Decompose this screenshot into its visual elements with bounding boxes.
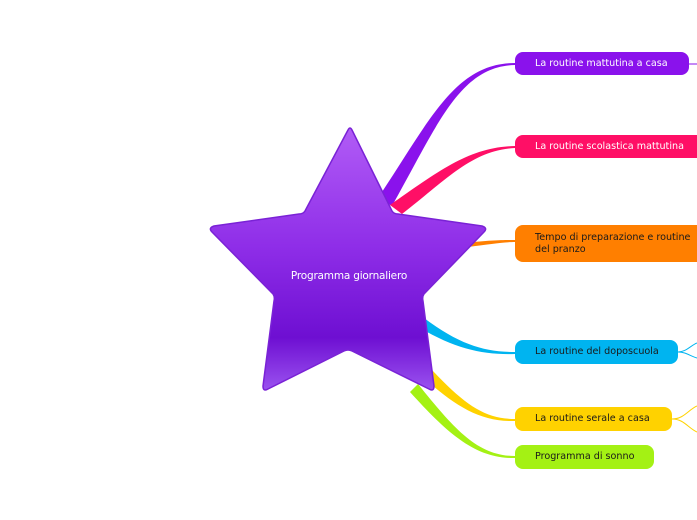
topic-label: Tempo di preparazione e routine del pran… xyxy=(535,231,691,255)
connector-routine-scolastica xyxy=(390,146,515,214)
topic-label: La routine serale a casa xyxy=(535,413,650,424)
subconnector-doposcuola xyxy=(677,342,697,359)
topic-doposcuola[interactable]: La routine del doposcuola xyxy=(515,340,678,364)
topic-programma-sonno[interactable]: Programma di sonno xyxy=(515,445,654,469)
topic-pranzo[interactable]: Tempo di preparazione e routine del pran… xyxy=(515,225,697,262)
topic-routine-mattutina[interactable]: La routine mattutina a casa xyxy=(515,52,689,75)
connector-routine-serale xyxy=(426,370,515,422)
connector-pranzo xyxy=(466,240,515,247)
topic-routine-scolastica[interactable]: La routine scolastica mattutina xyxy=(515,135,697,158)
topic-routine-serale[interactable]: La routine serale a casa xyxy=(515,407,672,431)
topic-label: Programma di sonno xyxy=(535,451,635,462)
center-star-shape xyxy=(209,127,487,391)
connector-routine-mattutina xyxy=(378,63,515,206)
subconnector-serale xyxy=(671,405,697,433)
connector-programma-sonno xyxy=(410,384,515,459)
center-topic-label[interactable]: Programma giornaliero xyxy=(290,270,408,282)
topic-label: La routine del doposcuola xyxy=(535,346,659,357)
topic-label: La routine mattutina a casa xyxy=(535,57,668,69)
connector-doposcuola xyxy=(420,318,515,355)
topic-label: La routine scolastica mattutina xyxy=(535,140,684,152)
